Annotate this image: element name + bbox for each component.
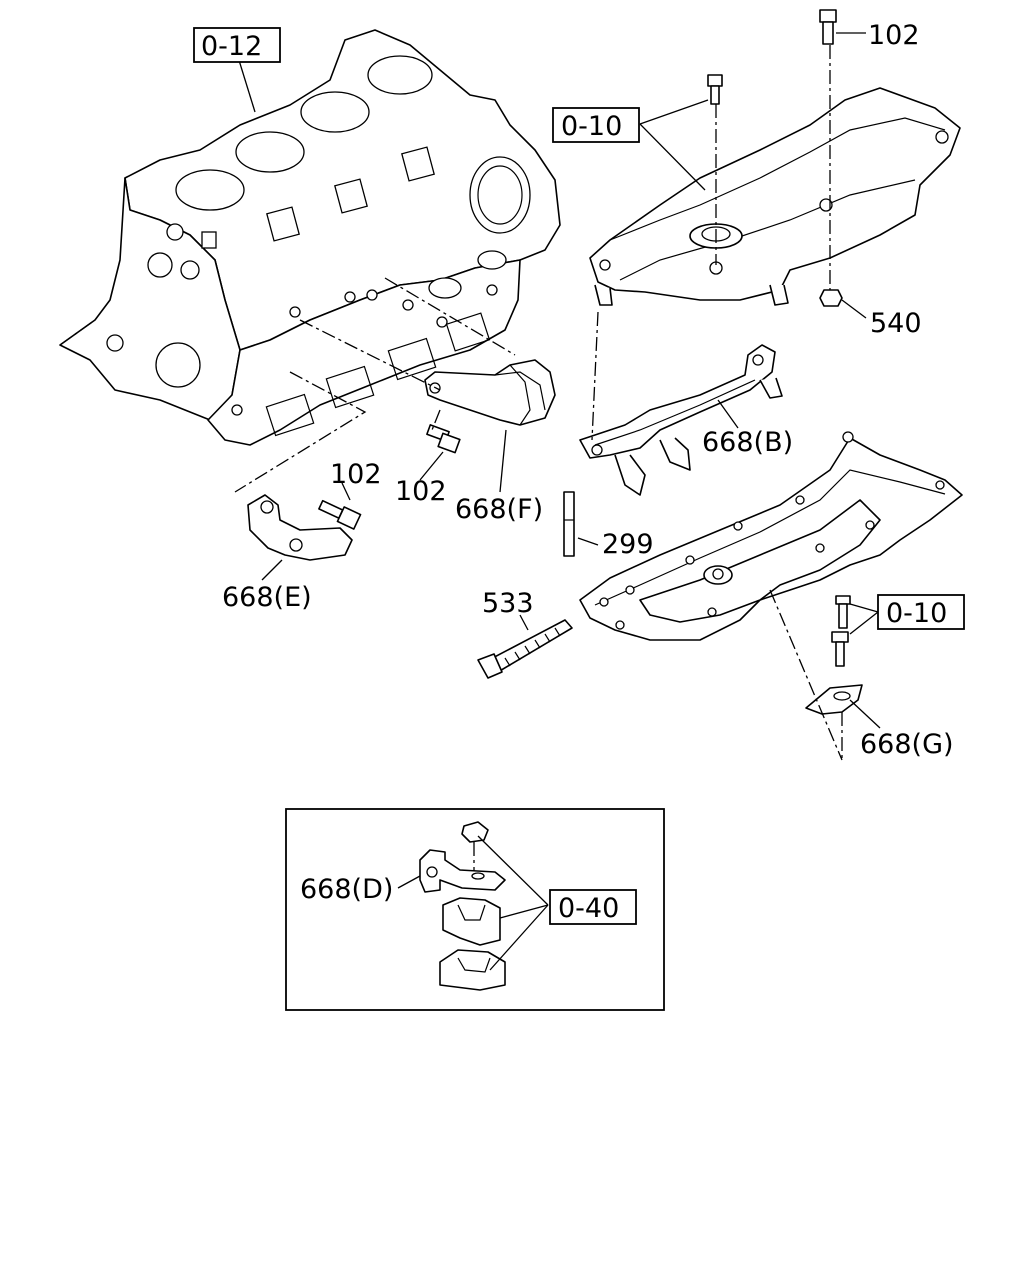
guide-lines [59, 45, 843, 761]
label-668e: 668(E) [222, 582, 312, 613]
leader-lines [237, 32, 881, 729]
ref-0-10-cover: 0-10 [561, 111, 622, 142]
ref-0-10-pan: 0-10 [886, 598, 947, 629]
callout-ref-cover: 0-10 [552, 107, 640, 143]
engine-block [59, 29, 561, 446]
label-102-left: 102 [330, 459, 382, 490]
label-668b: 668(B) [702, 427, 793, 458]
cable-tie [477, 619, 573, 679]
label-668f: 668(F) [455, 494, 543, 525]
label-102-mid: 102 [395, 476, 447, 507]
baffle-plate [579, 344, 783, 496]
bracket-668e [247, 494, 353, 561]
callout-ref-block: 0-12 [193, 27, 281, 63]
ref-0-12: 0-12 [201, 31, 262, 62]
bolts [318, 9, 863, 715]
upper-cover [589, 87, 961, 306]
ref-0-40: 0-40 [558, 893, 619, 924]
label-668g: 668(G) [860, 729, 954, 760]
label-533: 533 [482, 588, 534, 619]
inset-detail: 0-40 668(D) [285, 808, 665, 1011]
bracket-668f [424, 359, 556, 426]
oil-pan [579, 431, 963, 641]
label-668d: 668(D) [300, 874, 393, 905]
label-540: 540 [870, 308, 922, 339]
label-299: 299 [602, 529, 654, 560]
label-102-top: 102 [868, 20, 920, 51]
callout-ref-pan: 0-10 [877, 594, 965, 630]
